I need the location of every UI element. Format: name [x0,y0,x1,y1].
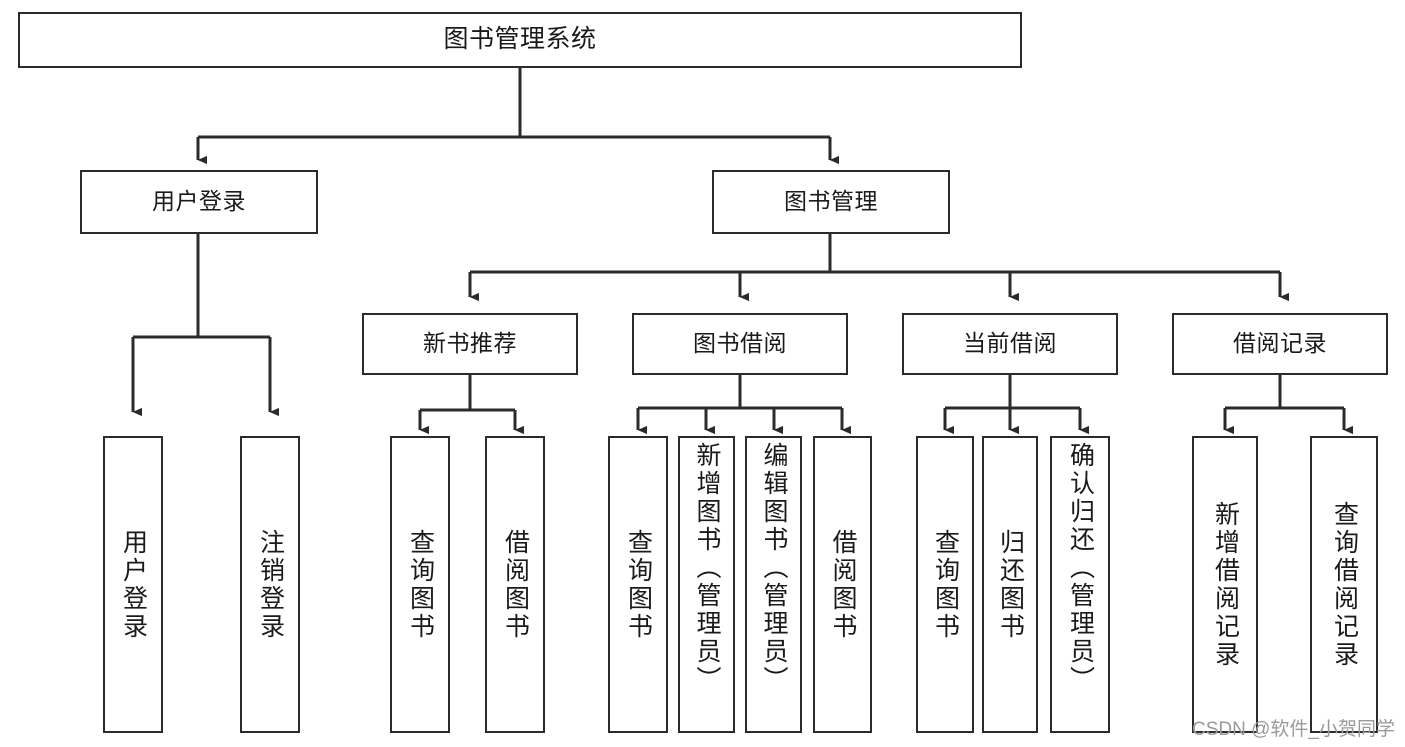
node-label: 归还图书 [996,528,1025,641]
node-label: 借阅图书 [829,528,857,641]
leaf-borrow-book-recommend[interactable]: 借阅图书 [485,436,545,733]
node-label: 确认归还（管理员） [1066,442,1095,694]
leaf-edit-book-admin[interactable]: 编辑图书（管理员） [745,436,802,733]
node-label: 用户登录 [119,528,148,641]
node-label: 图书管理系统 [443,25,597,54]
leaf-return-book[interactable]: 归还图书 [982,436,1038,733]
leaf-query-book-borrow[interactable]: 查询图书 [608,436,668,733]
node-new-book-recommend[interactable]: 新书推荐 [362,313,578,375]
leaf-borrow-book[interactable]: 借阅图书 [813,436,872,733]
node-label: 当前借阅 [963,330,1057,357]
node-root-system[interactable]: 图书管理系统 [18,12,1022,68]
node-label: 查询图书 [624,528,653,641]
node-label: 查询图书 [406,528,435,641]
node-label: 用户登录 [152,188,246,215]
node-label: 编辑图书（管理员） [760,442,788,694]
leaf-query-borrow-record[interactable]: 查询借阅记录 [1310,436,1378,733]
node-borrow-record[interactable]: 借阅记录 [1172,313,1388,375]
node-label: 新增借阅记录 [1211,500,1240,669]
node-book-borrow[interactable]: 图书借阅 [632,313,848,375]
node-user-login[interactable]: 用户登录 [80,170,318,234]
node-label: 借阅记录 [1233,330,1327,357]
node-label: 注销登录 [256,528,285,641]
node-label: 查询图书 [931,528,960,641]
node-label: 新增图书（管理员） [693,442,721,694]
leaf-query-book-recommend[interactable]: 查询图书 [390,436,450,733]
node-current-borrow[interactable]: 当前借阅 [902,313,1118,375]
node-label: 图书借阅 [693,330,787,357]
leaf-logout[interactable]: 注销登录 [240,436,300,733]
csdn-watermark: CSDN @软件_小贺同学 [1192,719,1395,740]
leaf-confirm-return-admin[interactable]: 确认归还（管理员） [1050,436,1110,733]
node-label: 借阅图书 [501,528,530,641]
node-label: 查询借阅记录 [1330,500,1359,669]
node-book-management[interactable]: 图书管理 [712,170,950,234]
leaf-add-book-admin[interactable]: 新增图书（管理员） [678,436,735,733]
leaf-query-book-current[interactable]: 查询图书 [916,436,974,733]
leaf-add-borrow-record[interactable]: 新增借阅记录 [1192,436,1258,733]
node-label: 新书推荐 [423,330,517,357]
leaf-user-login[interactable]: 用户登录 [103,436,163,733]
node-label: 图书管理 [784,188,878,215]
